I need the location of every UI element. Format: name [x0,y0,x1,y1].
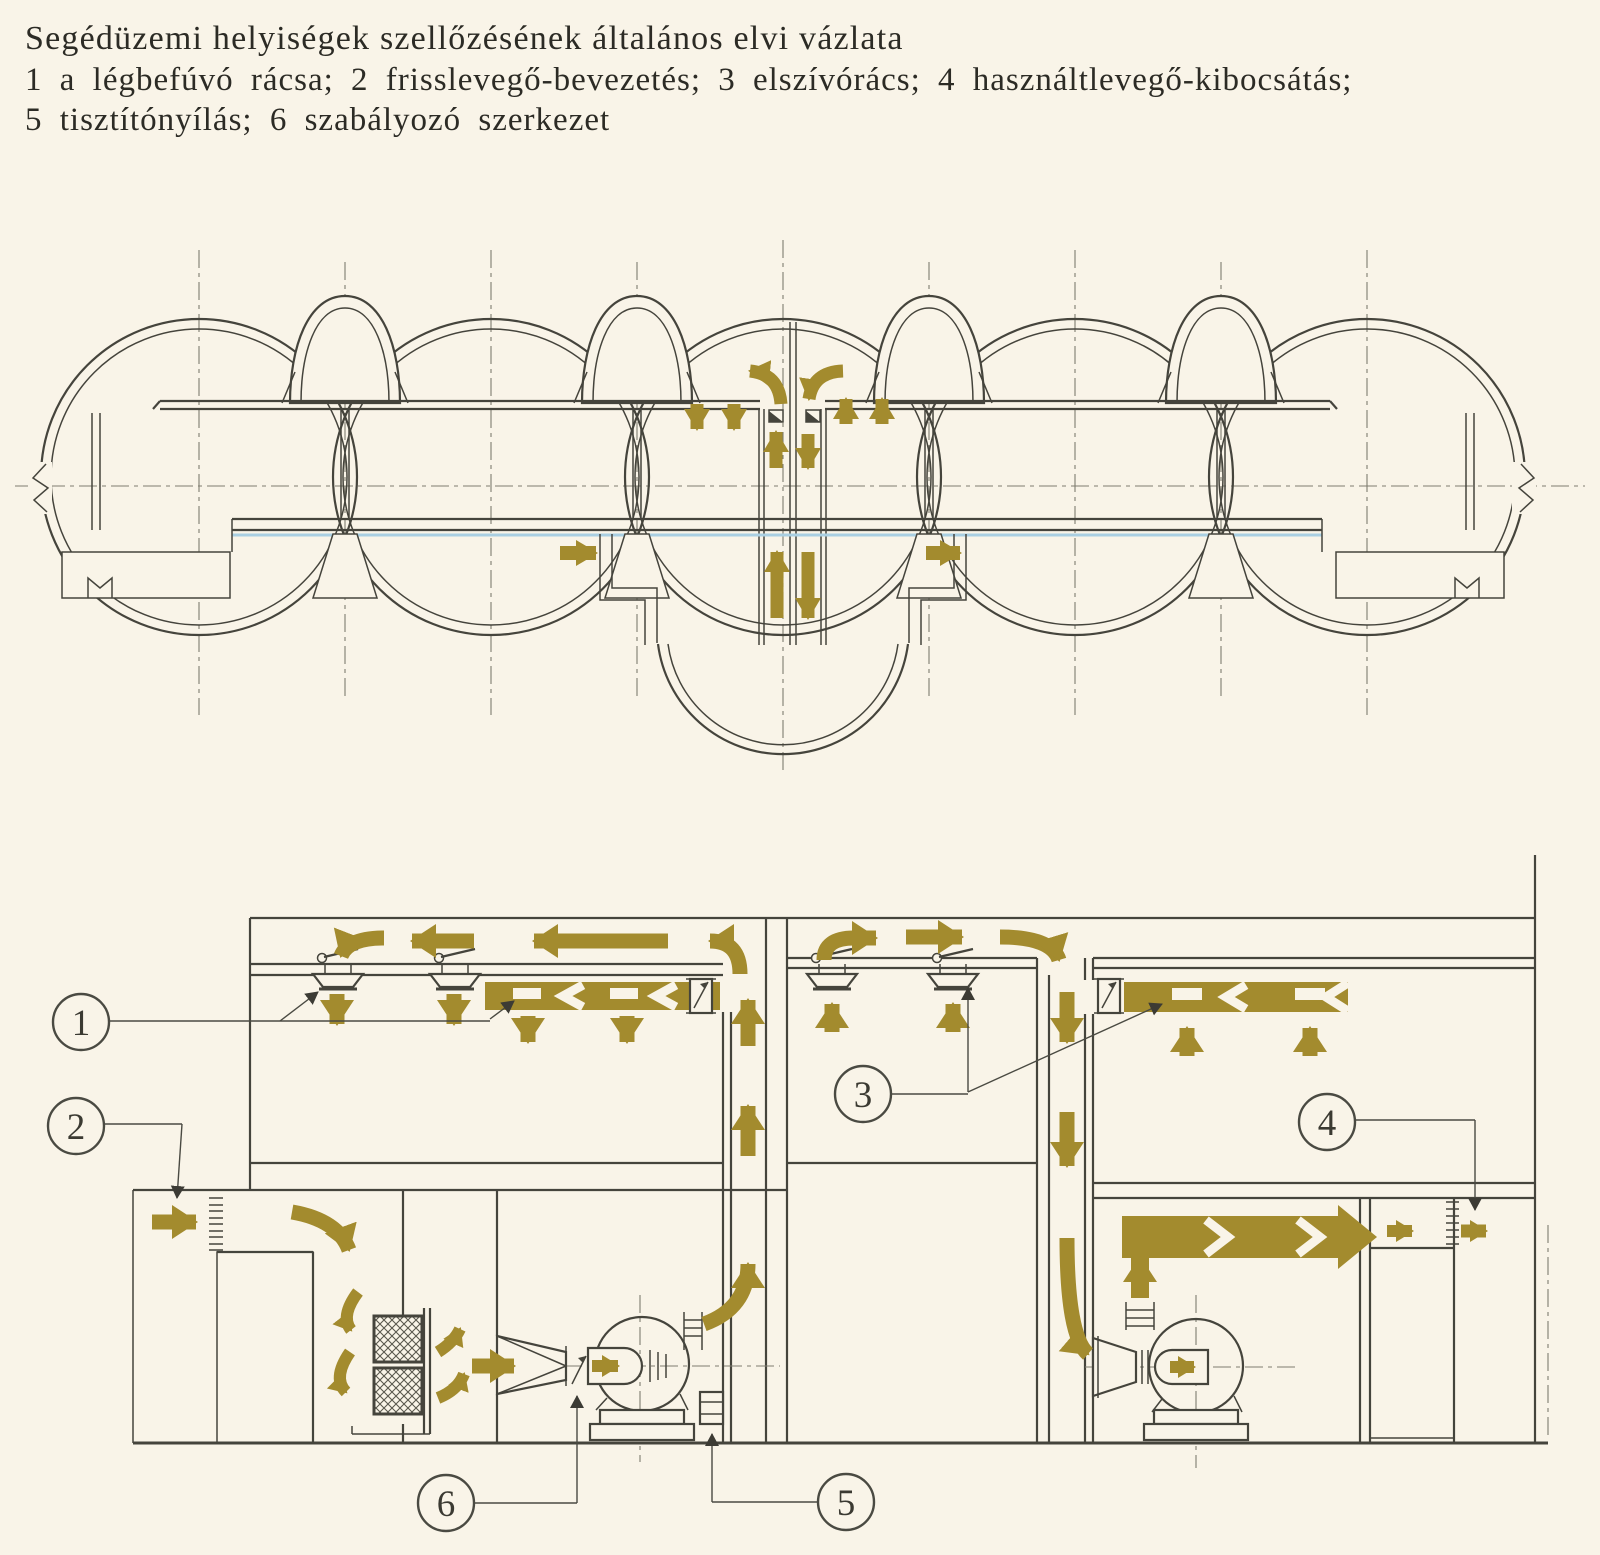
callout-6: 6 [416,1473,476,1533]
callout-2-number: 2 [67,1107,86,1148]
room-walls [132,855,1549,1445]
supply-fan [495,1295,780,1462]
callout-leader-lines [104,987,1482,1504]
figure-legend-line-2: 5 tisztítónyílás; 6 szabályozó szerkezet [25,102,611,138]
bottom-section-diagram: 1 2 3 4 5 6 [46,855,1549,1533]
callout-1-number: 1 [72,1003,91,1044]
callout-1: 1 [51,992,111,1052]
cleaning-opening [698,1390,725,1426]
central-shaft [758,322,827,645]
callout-4: 4 [1297,1092,1357,1152]
inlet-elbow [1091,1336,1138,1398]
break-marks [28,462,1536,514]
lower-gallery [599,534,967,756]
intake-filters [351,1308,432,1435]
exhaust-louver [1446,1201,1459,1245]
exhaust-fan [1085,1295,1300,1468]
callout-2: 2 [46,1096,106,1156]
interior-platforms [61,551,1505,599]
callout-6-number: 6 [437,1484,456,1525]
intake-louver [209,1197,223,1251]
figure-title: Segédüzemi helyiségek szellőzésének álta… [25,20,904,57]
dome-shafts [281,294,1285,405]
callout-3: 3 [833,1064,893,1124]
callout-5-number: 5 [837,1483,856,1524]
caption-block: Segédüzemi helyiségek szellőzésének álta… [25,18,1585,140]
top-airflow-arrows [560,360,962,620]
callout-4-number: 4 [1318,1103,1337,1144]
discharge-duct [1122,1205,1377,1269]
exhaust-duct-right [1094,977,1351,1015]
supply-duct-left [485,977,720,1015]
top-section-diagram [15,240,1585,770]
hatched-walls [216,1247,1455,1444]
airflow-arrows [152,920,1488,1404]
callout-3-number: 3 [854,1075,873,1116]
shaft-grille-icon [769,411,820,422]
callout-5: 5 [816,1472,876,1532]
deck-levels [152,399,1338,552]
support-columns [91,409,1475,599]
grid-centerlines [15,240,1585,770]
figure-legend-line-1: 1 a légbefúvó rácsa; 2 frisslevegő-bevez… [25,62,1353,98]
